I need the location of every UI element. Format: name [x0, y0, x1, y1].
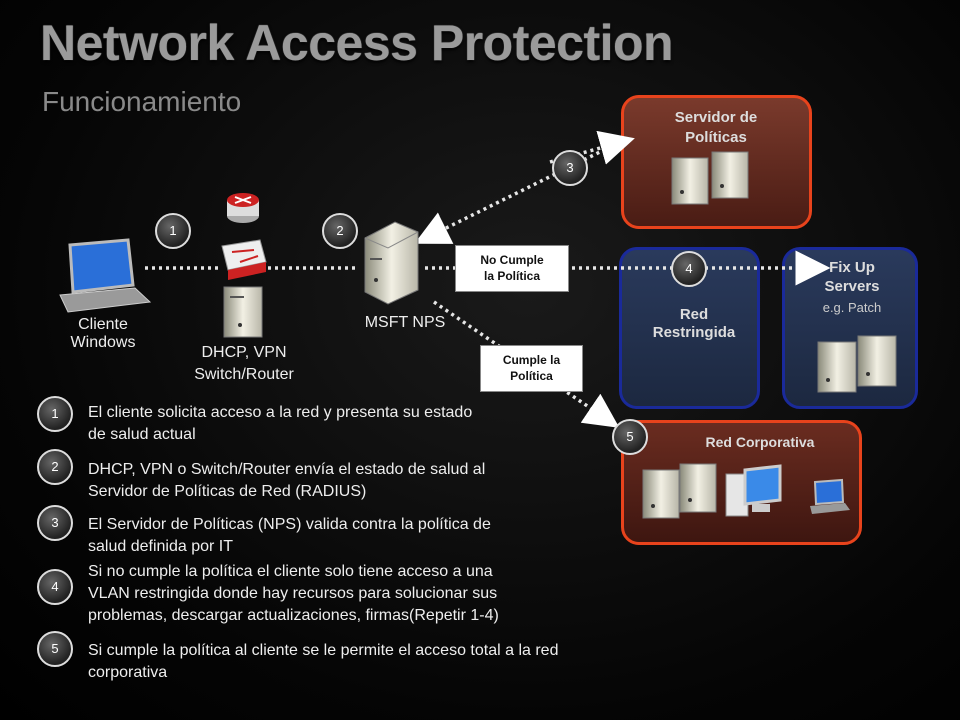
legend-text-5-line1: Si cumple la política al cliente se le p… [88, 642, 559, 659]
client-label-line2: Windows [70, 334, 136, 351]
legend-text-2: DHCP, VPN o Switch/Router envía el estad… [88, 459, 485, 503]
dhcp-label-line1: DHCP, VPN [201, 344, 287, 361]
politicas-label: Servidor de Políticas [640, 108, 792, 148]
restringida-label: Red Restringida [624, 306, 764, 342]
legend-step-4: 4 [37, 569, 73, 605]
legend-step-5: 5 [37, 631, 73, 667]
legend-text-4-line3: problemas, descargar actualizaciones, fi… [88, 607, 499, 624]
fixup-note: e.g. Patch [822, 300, 882, 315]
dhcp-label-line2: Switch/Router [194, 366, 294, 383]
page-title: Network Access Protection [40, 15, 674, 71]
legend-text-2-line2: Servidor de Políticas de Red (RADIUS) [88, 483, 367, 500]
client-label-line1: Cliente [78, 316, 128, 333]
page-subtitle: Funcionamiento [42, 86, 242, 117]
tag-no-cumple-line1: No Cumple [480, 253, 544, 267]
politicas-label-line2: Políticas [685, 129, 747, 146]
legend-text-1: El cliente solicita acceso a la red y pr… [88, 402, 472, 446]
switch-icon [221, 239, 267, 280]
corporate-servers-icon [642, 463, 717, 519]
legend-text-4-line2: VLAN restringida donde hay recursos para… [88, 585, 498, 602]
diagram-step-2: 2 [322, 213, 358, 249]
fixup-label-line2: Servers [824, 278, 880, 295]
diagram-step-3: 3 [552, 150, 588, 186]
tag-cumple-line2: Política [510, 369, 553, 383]
tag-cumple: Cumple la Política [480, 345, 583, 392]
legend-text-2-line1: DHCP, VPN o Switch/Router envía el estad… [88, 461, 486, 478]
politicas-servers-icon [671, 151, 749, 205]
legend-text-1-line1: El cliente solicita acceso a la red y pr… [88, 404, 473, 421]
legend-text-1-line2: de salud actual [88, 426, 196, 443]
corporativa-label: Red Corporativa [705, 434, 815, 450]
legend-text-4: Si no cumple la política el cliente solo… [88, 561, 499, 627]
legend-text-5: Si cumple la política al cliente se le p… [88, 640, 558, 684]
restringida-label-line2: Restringida [652, 324, 736, 341]
legend-step-3: 3 [37, 505, 73, 541]
legend-text-5-line2: corporativa [88, 664, 168, 681]
fixup-label: Fix Up Servers [786, 258, 918, 296]
client-label: Cliente Windows [58, 316, 148, 352]
tag-no-cumple: No Cumple la Política [455, 245, 569, 292]
nps-server-icon [364, 221, 419, 305]
legend-step-1: 1 [37, 396, 73, 432]
dhcp-label: DHCP, VPN Switch/Router [182, 342, 306, 386]
router-icon [227, 193, 259, 223]
laptop-icon [59, 238, 152, 313]
nps-label: MSFT NPS [364, 314, 446, 331]
legend-text-3: El Servidor de Políticas (NPS) valida co… [88, 514, 491, 558]
restringida-label-line1: Red [679, 306, 709, 323]
diagram-step-1: 1 [155, 213, 191, 249]
desktop-pc-icon [725, 464, 782, 517]
diagram-step-4: 4 [671, 251, 707, 287]
legend-text-3-line1: El Servidor de Políticas (NPS) valida co… [88, 516, 491, 533]
link-nps-politicas [414, 141, 619, 244]
politicas-label-line1: Servidor de [674, 109, 758, 126]
legend-step-2: 2 [37, 449, 73, 485]
legend-text-3-line2: salud definida por IT [88, 538, 233, 555]
zone-servidor-politicas [621, 95, 812, 229]
arrow-head-politicas [549, 130, 635, 165]
corporate-laptop-icon [810, 478, 850, 514]
tag-no-cumple-line2: la Política [483, 269, 541, 283]
fixup-label-line1: Fix Up [829, 259, 875, 276]
tag-cumple-line1: Cumple la [502, 353, 561, 367]
diagram-step-5: 5 [612, 419, 648, 455]
dhcp-server-icon [223, 286, 263, 338]
fixup-servers-icon [817, 335, 897, 393]
legend-text-4-line1: Si no cumple la política el cliente solo… [88, 563, 493, 580]
